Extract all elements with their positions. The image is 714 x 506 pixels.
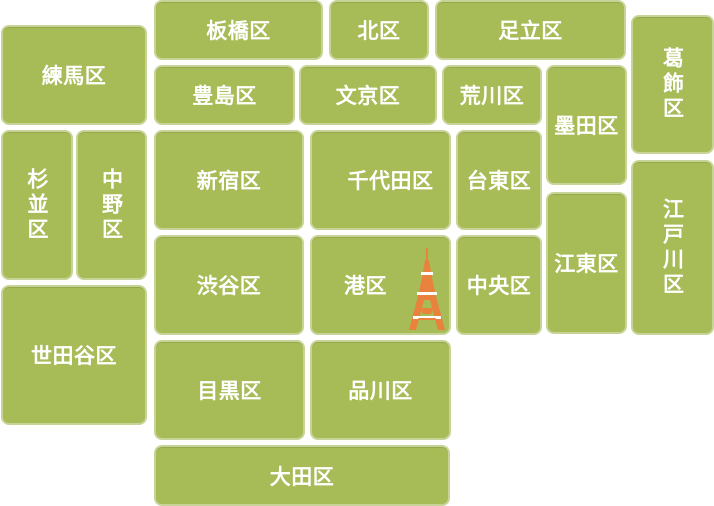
ward-label: 渋谷区 (196, 274, 262, 298)
ward-label: 足立区 (498, 19, 563, 43)
ward-katsushika[interactable]: 葛飾区 (631, 15, 714, 154)
ward-label: 文京区 (335, 84, 401, 108)
ward-label: 台東区 (466, 169, 532, 193)
ward-setagaya[interactable]: 世田谷区 (1, 285, 147, 425)
ward-nakano[interactable]: 中野区 (76, 130, 147, 280)
ward-koto[interactable]: 江東区 (546, 192, 627, 334)
ward-nerima[interactable]: 練馬区 (1, 25, 147, 125)
ward-label: 江戸川区 (660, 197, 685, 298)
ward-label: 葛飾区 (660, 47, 685, 122)
ward-ota[interactable]: 大田区 (154, 445, 450, 506)
ward-kita[interactable]: 北区 (329, 0, 429, 60)
ward-label: 中央区 (466, 274, 532, 298)
ward-edogawa[interactable]: 江戸川区 (631, 160, 714, 335)
ward-toshima[interactable]: 豊島区 (154, 65, 295, 125)
ward-label: 北区 (357, 19, 401, 43)
ward-shibuya[interactable]: 渋谷区 (154, 235, 304, 335)
ward-label: 目黒区 (197, 379, 262, 403)
ward-suginami[interactable]: 杉並区 (1, 130, 73, 280)
ward-label: 大田区 (269, 464, 335, 489)
ward-label: 練馬区 (41, 64, 107, 88)
ward-label: 千代田区 (347, 169, 434, 193)
ward-label: 板橋区 (206, 19, 271, 43)
ward-arakawa[interactable]: 荒川区 (442, 65, 542, 125)
ward-label: 中野区 (99, 167, 124, 243)
ward-meguro[interactable]: 目黒区 (154, 340, 305, 440)
ward-itabashi[interactable]: 板橋区 (154, 0, 323, 60)
ward-chiyoda[interactable]: 千代田区 (310, 130, 451, 230)
tokyo-tower-icon (409, 248, 445, 330)
ward-bunkyo[interactable]: 文京区 (299, 65, 437, 125)
ward-label: 品川区 (348, 379, 413, 403)
ward-label: 江東区 (554, 252, 619, 276)
ward-label: 新宿区 (196, 169, 262, 193)
ward-sumida[interactable]: 墨田区 (546, 65, 627, 185)
ward-label: 豊島区 (192, 84, 257, 108)
ward-shinjuku[interactable]: 新宿区 (154, 130, 304, 230)
ward-label: 荒川区 (459, 84, 525, 108)
ward-adachi[interactable]: 足立区 (435, 0, 626, 60)
ward-label: 港区 (344, 274, 387, 298)
ward-label: 墨田区 (554, 114, 619, 138)
ward-chuo[interactable]: 中央区 (456, 235, 542, 335)
ward-label: 世田谷区 (31, 344, 117, 368)
ward-label: 杉並区 (25, 167, 49, 243)
ward-taito[interactable]: 台東区 (456, 130, 542, 230)
ward-shinagawa[interactable]: 品川区 (310, 340, 451, 440)
